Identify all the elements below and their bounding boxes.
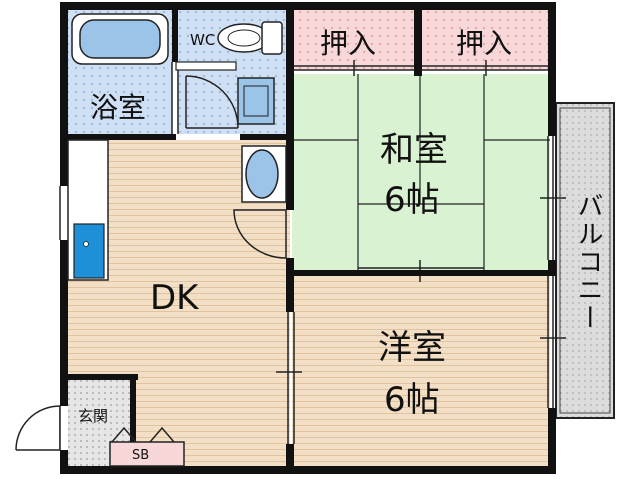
closet-left-floor xyxy=(292,8,414,70)
balcony-railing xyxy=(559,107,611,414)
dk-label: DK xyxy=(150,278,199,318)
yoshitsu-size: 6帖 xyxy=(384,380,440,420)
door-swing-icon xyxy=(233,209,287,259)
yoshitsu-floor xyxy=(292,274,550,466)
washitsu-floor xyxy=(292,74,550,270)
balcony-windows xyxy=(540,136,566,408)
entrance-label: 玄関 xyxy=(78,407,109,425)
shoebox-label: SB xyxy=(132,448,150,463)
door-swing-icon xyxy=(185,75,239,129)
sliding-door-yoshitsu xyxy=(276,312,302,444)
bathtub-icon xyxy=(71,13,169,65)
entrance-door xyxy=(15,405,61,451)
closet-left-label: 押入 xyxy=(320,27,377,60)
toilet-icon xyxy=(217,21,283,55)
tatami-lines xyxy=(292,74,550,270)
balcony-label: バルコニー xyxy=(573,192,603,332)
balcony-area xyxy=(555,102,615,419)
bath-label: 浴室 xyxy=(90,91,147,124)
kitchen-counter xyxy=(67,139,109,281)
shoebox-icon xyxy=(109,426,185,467)
yoshitsu-name: 洋室 xyxy=(378,328,446,368)
wc-label: WC xyxy=(190,31,216,49)
washitsu-size: 6帖 xyxy=(384,180,440,220)
washbasin-icon xyxy=(237,77,275,125)
washitsu-name: 和室 xyxy=(380,130,448,170)
closet-right-floor xyxy=(422,8,548,70)
closet-right-label: 押入 xyxy=(456,27,513,60)
washing-machine-icon xyxy=(241,145,287,203)
